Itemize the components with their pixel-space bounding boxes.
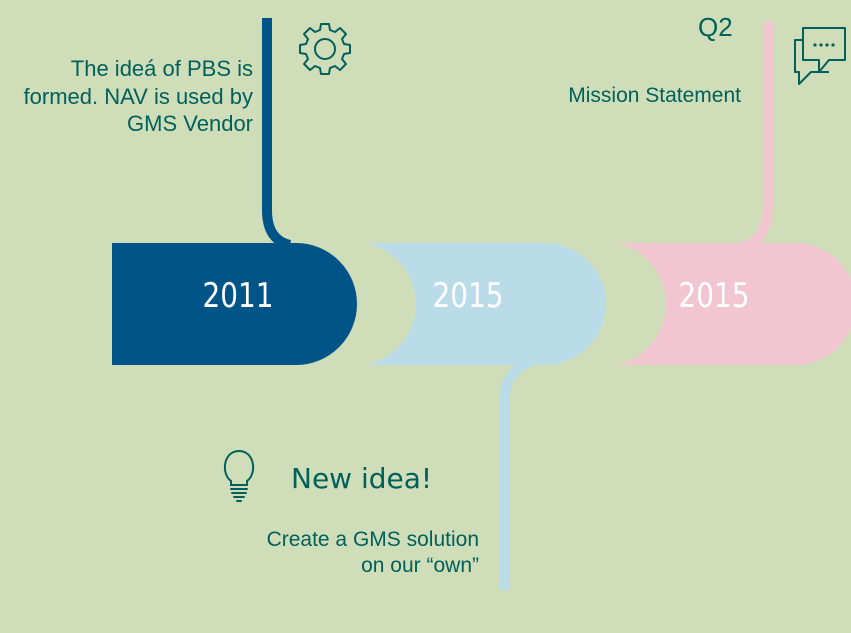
connector-line-2011 xyxy=(262,18,292,250)
connector-line-new-idea xyxy=(500,353,542,590)
year-label-2015-a: 2015 xyxy=(432,276,504,316)
milestone-description-q2: Mission Statement xyxy=(568,84,741,107)
gear-icon xyxy=(299,23,351,75)
lightbulb-icon xyxy=(223,449,255,502)
year-label-2011: 2011 xyxy=(202,276,274,316)
timeline-segment-1 xyxy=(112,243,357,365)
milestone-heading-new-idea: New idea! xyxy=(291,462,433,495)
milestone-description-2011: The ideá of PBS is formed. NAV is used b… xyxy=(23,56,253,136)
year-label-2015-b: 2015 xyxy=(678,276,750,316)
milestone-heading-q2: Q2 xyxy=(698,12,733,42)
connector-line-q2 xyxy=(743,22,773,251)
timeline-segment-3 xyxy=(615,243,851,365)
speech-bubble-icon xyxy=(794,27,846,85)
timeline-segment-2 xyxy=(365,243,606,365)
milestone-description-new-idea: Create a GMS solution on our “own” xyxy=(266,528,479,578)
